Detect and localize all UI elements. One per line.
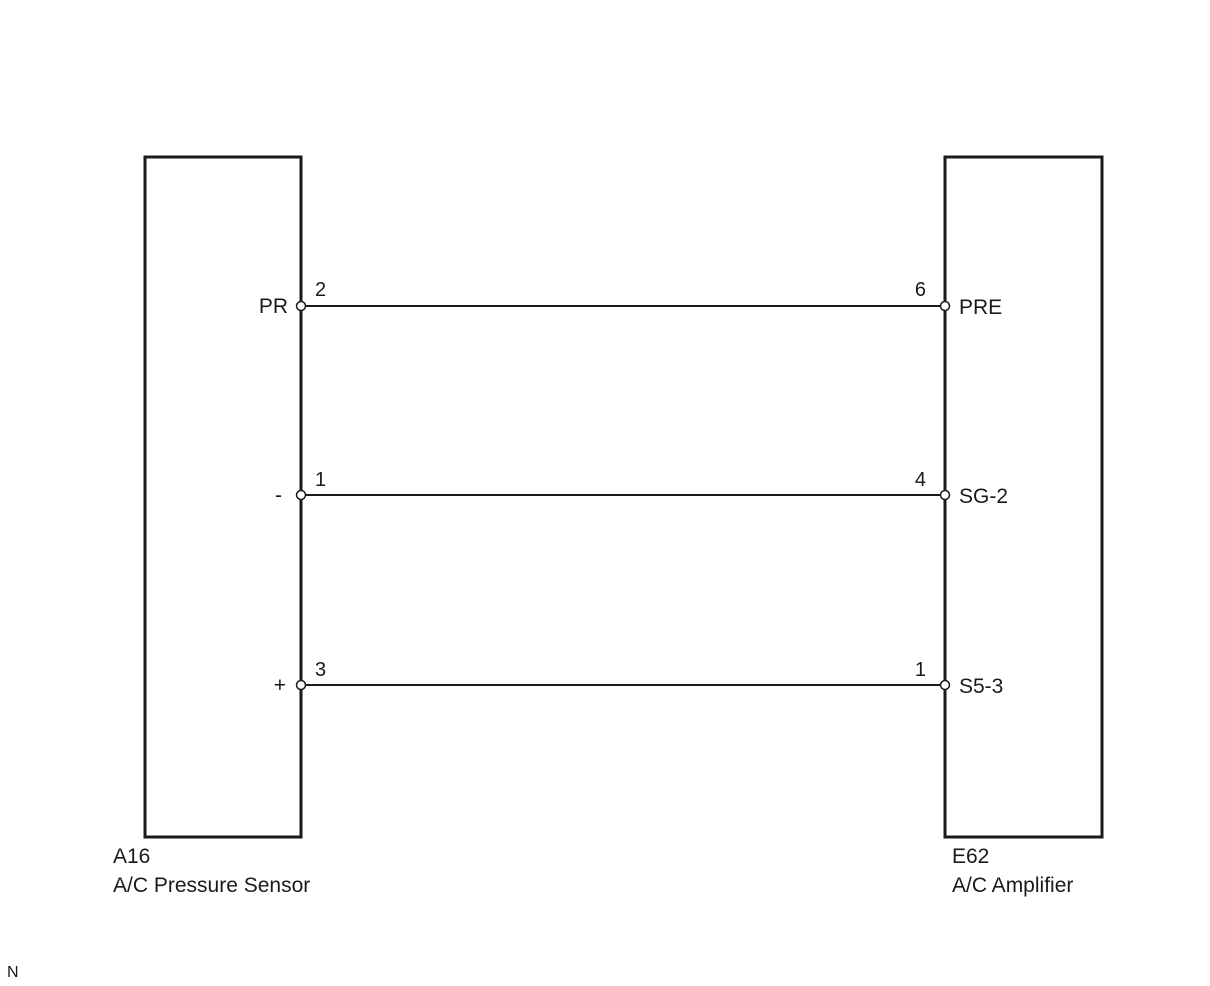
right-terminal-label: SG-2 <box>959 485 1008 508</box>
left-terminal <box>295 679 307 691</box>
left-pin-number: 1 <box>315 469 326 491</box>
left-terminal-label: PR <box>259 295 288 318</box>
left-pin-number: 2 <box>315 279 326 301</box>
right-terminal <box>939 489 951 501</box>
right-component-name: A/C Amplifier <box>952 874 1073 897</box>
left-pin-number: 3 <box>315 659 326 681</box>
left-terminal <box>295 489 307 501</box>
wire-row: PR 2 6 PRE <box>259 279 1002 319</box>
right-pin-number: 6 <box>915 279 926 301</box>
right-component-code: E62 <box>952 845 989 868</box>
wire-row: + 3 1 S5-3 <box>274 659 1004 698</box>
right-terminal <box>939 679 951 691</box>
right-pin-number: 1 <box>915 659 926 681</box>
corner-note: N <box>7 964 19 981</box>
right-pin-number: 4 <box>915 469 926 491</box>
left-terminal-label: + <box>274 674 286 697</box>
left-terminal <box>295 300 307 312</box>
right-terminal <box>939 300 951 312</box>
right-terminal-label: S5-3 <box>959 675 1003 698</box>
left-component-code: A16 <box>113 845 150 868</box>
right-terminal-label: PRE <box>959 296 1002 319</box>
left-component-name: A/C Pressure Sensor <box>113 874 310 897</box>
wire-row: - 1 4 SG-2 <box>275 469 1008 508</box>
left-terminal-label: - <box>275 484 282 507</box>
